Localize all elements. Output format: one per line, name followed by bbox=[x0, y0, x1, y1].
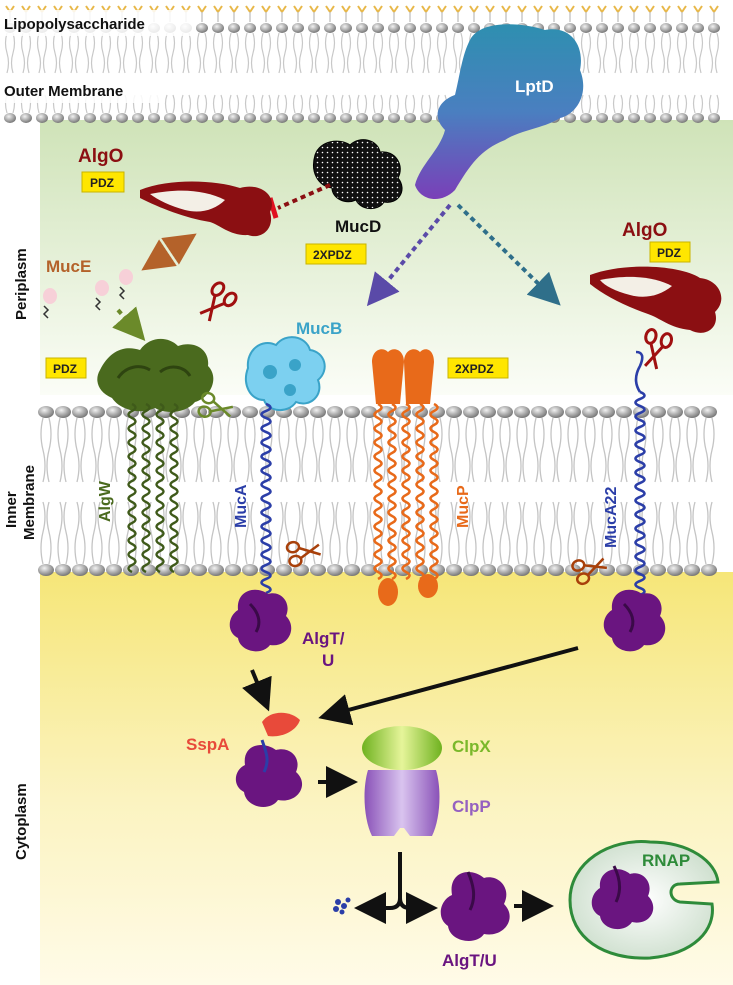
algo-right-pdz-badge: PDZ bbox=[649, 241, 691, 263]
clpx-label: ClpX bbox=[452, 737, 491, 756]
scissors-icon bbox=[571, 557, 608, 586]
mucb-label: MucB bbox=[296, 319, 342, 338]
algo-right-label: AlgO bbox=[622, 220, 667, 241]
algtu-free: AlgT/U bbox=[440, 871, 510, 970]
mucd-2xpdz-badge: 2XPDZ bbox=[305, 243, 367, 265]
rnap-label: RNAP bbox=[642, 851, 690, 870]
muca22-protein: MucA22 bbox=[603, 350, 646, 597]
clpp-label: ClpP bbox=[452, 797, 491, 816]
algw-pdz-badge: PDZ bbox=[45, 357, 87, 379]
algtu-bound-muca: AlgT/ U bbox=[229, 589, 345, 670]
arrow-muca22-to-sspa bbox=[318, 646, 579, 726]
lipopolysaccharide-label: Lipopolysaccharide bbox=[4, 16, 145, 33]
svg-text:2XPDZ: 2XPDZ bbox=[455, 362, 494, 376]
scissors-icon bbox=[643, 328, 674, 370]
mucp-label: MucP bbox=[455, 485, 472, 528]
outer-membrane-label: Outer Membrane bbox=[4, 83, 123, 100]
algo-left-protein: AlgO bbox=[78, 146, 272, 237]
algw-label: AlgW bbox=[97, 480, 114, 522]
algtu-bound-muca22 bbox=[603, 589, 666, 652]
muca-protein: MucA bbox=[233, 402, 272, 595]
clpxp-protease: ClpX ClpP bbox=[362, 726, 491, 836]
cytoplasm-label: Cytoplasm bbox=[13, 783, 30, 860]
algo-right-protein: AlgO bbox=[590, 220, 722, 333]
svg-text:PDZ: PDZ bbox=[657, 246, 681, 260]
mucd-protein: MucD bbox=[313, 139, 403, 236]
svg-text:PDZ: PDZ bbox=[90, 176, 114, 190]
scissors-icon bbox=[285, 540, 322, 568]
mucp-protein: MucP bbox=[372, 349, 472, 606]
sspa-algtu-complex: SspA bbox=[186, 712, 303, 807]
inner-membrane bbox=[38, 406, 717, 576]
sspa-label: SspA bbox=[186, 735, 229, 754]
algtu-free-label: AlgT/U bbox=[442, 951, 497, 970]
inner-membrane-label-2: Membrane bbox=[21, 465, 38, 540]
branch-arrow bbox=[354, 852, 438, 924]
muce-algw-arrow bbox=[112, 306, 146, 342]
periplasm-label: Periplasm bbox=[13, 248, 30, 320]
muce-peptides: MucE bbox=[42, 257, 133, 319]
algo-left-pdz-badge: PDZ bbox=[81, 171, 125, 193]
scissors-icon bbox=[197, 391, 234, 418]
lptd-arrow-left bbox=[366, 203, 452, 307]
arrow-algtu-to-sspa bbox=[242, 669, 272, 712]
mucp-2xpdz-badge: 2XPDZ bbox=[447, 357, 509, 379]
algtu-membrane-label-2: U bbox=[322, 651, 334, 670]
rnap-complex: RNAP bbox=[568, 840, 720, 960]
algo-left-label: AlgO bbox=[78, 146, 123, 167]
inner-membrane-label-1: Inner bbox=[3, 491, 20, 528]
svg-text:PDZ: PDZ bbox=[53, 362, 77, 376]
muca22-label: MucA22 bbox=[603, 487, 620, 548]
mucd-label: MucD bbox=[335, 217, 381, 236]
scissors-icon bbox=[199, 281, 238, 322]
lptd-protein: LptD bbox=[415, 24, 584, 200]
algw-protein: AlgW bbox=[97, 338, 214, 574]
lptd-label: LptD bbox=[515, 77, 554, 96]
svg-text:2XPDZ: 2XPDZ bbox=[313, 248, 352, 262]
muca-label: MucA bbox=[233, 484, 250, 528]
lptd-arrow-right bbox=[456, 203, 561, 306]
mucd-inhibition-line bbox=[277, 183, 331, 210]
muca-fragments bbox=[333, 897, 351, 915]
algtu-membrane-label-1: AlgT/ bbox=[302, 629, 345, 648]
mucb-protein: MucB bbox=[245, 319, 342, 411]
muce-label: MucE bbox=[46, 257, 91, 276]
